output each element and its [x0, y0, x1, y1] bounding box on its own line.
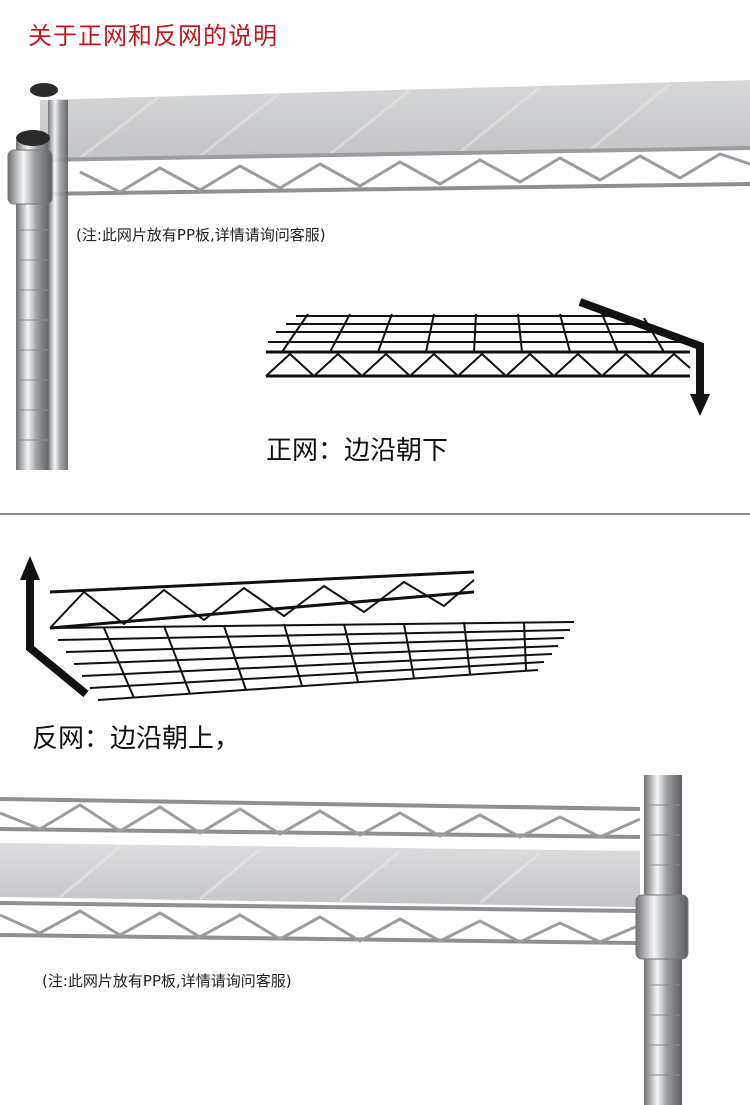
blur-mask: [470, 425, 740, 480]
shelf-photo-bottom: [0, 775, 689, 1105]
arrow-down-icon: [578, 298, 710, 416]
pp-board-note-bottom: (注:此网片放有PP板,详情请询问客服): [42, 972, 292, 990]
back-mesh-diagram: [20, 556, 575, 701]
blur-mask: [255, 708, 605, 778]
shelf-photo-top: [7, 80, 750, 470]
page-title: 关于正网和反网的说明: [28, 22, 278, 50]
front-mesh-diagram: [265, 298, 710, 416]
front-mesh-caption: 正网：边沿朝下: [266, 436, 449, 466]
pp-board-note-top: (注:此网片放有PP板,详情请询问客服): [76, 226, 326, 244]
section-divider: [0, 513, 750, 515]
arrow-up-icon: [20, 556, 89, 698]
back-mesh-caption: 反网：边沿朝上，: [32, 724, 241, 754]
